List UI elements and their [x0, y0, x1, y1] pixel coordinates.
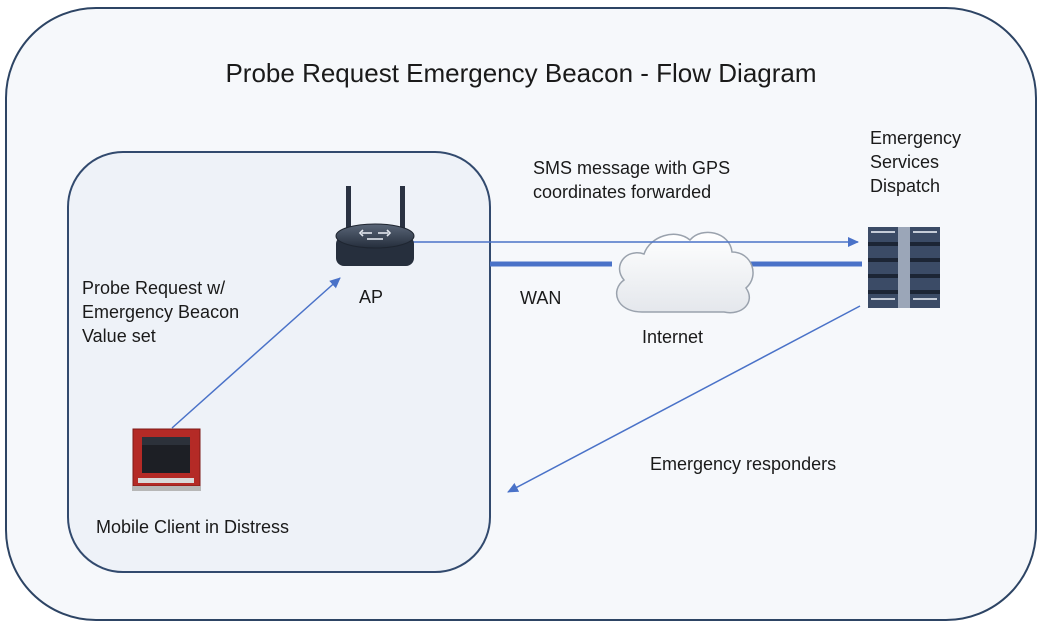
- sms-label-line: coordinates forwarded: [533, 182, 712, 202]
- probe-request-arrow: [171, 277, 341, 429]
- probe-request-label-line: Emergency Beacon: [82, 302, 240, 322]
- server-rack-icon: [868, 227, 940, 308]
- client-label: Mobile Client in Distress: [96, 517, 290, 537]
- site-panel: [67, 151, 491, 573]
- probe-request-label-line: Value set: [82, 326, 156, 346]
- dispatch-label: Emergency Services Dispatch: [870, 126, 961, 198]
- sms-label-line: SMS message with GPS: [533, 158, 731, 178]
- internet-label: Internet: [642, 327, 704, 347]
- laptop-icon: [132, 428, 201, 491]
- probe-request-label: Probe Request w/ Emergency Beacon Value …: [82, 276, 239, 348]
- probe-request-label-line: Probe Request w/: [82, 278, 226, 298]
- dispatch-label-line: Services: [870, 152, 940, 172]
- cloud-icon: [615, 231, 754, 314]
- wireless-access-point-icon: [335, 186, 415, 266]
- responders-label: Emergency responders: [650, 454, 837, 474]
- dispatch-label-line: Emergency: [870, 128, 962, 148]
- responders-arrow: [507, 305, 861, 493]
- dispatch-label-line: Dispatch: [870, 176, 941, 196]
- ap-label: AP: [359, 287, 384, 307]
- wan-label: WAN: [520, 288, 562, 308]
- diagram-title: Probe Request Emergency Beacon - Flow Di…: [225, 58, 817, 88]
- sms-label: SMS message with GPS coordinates forward…: [533, 156, 730, 204]
